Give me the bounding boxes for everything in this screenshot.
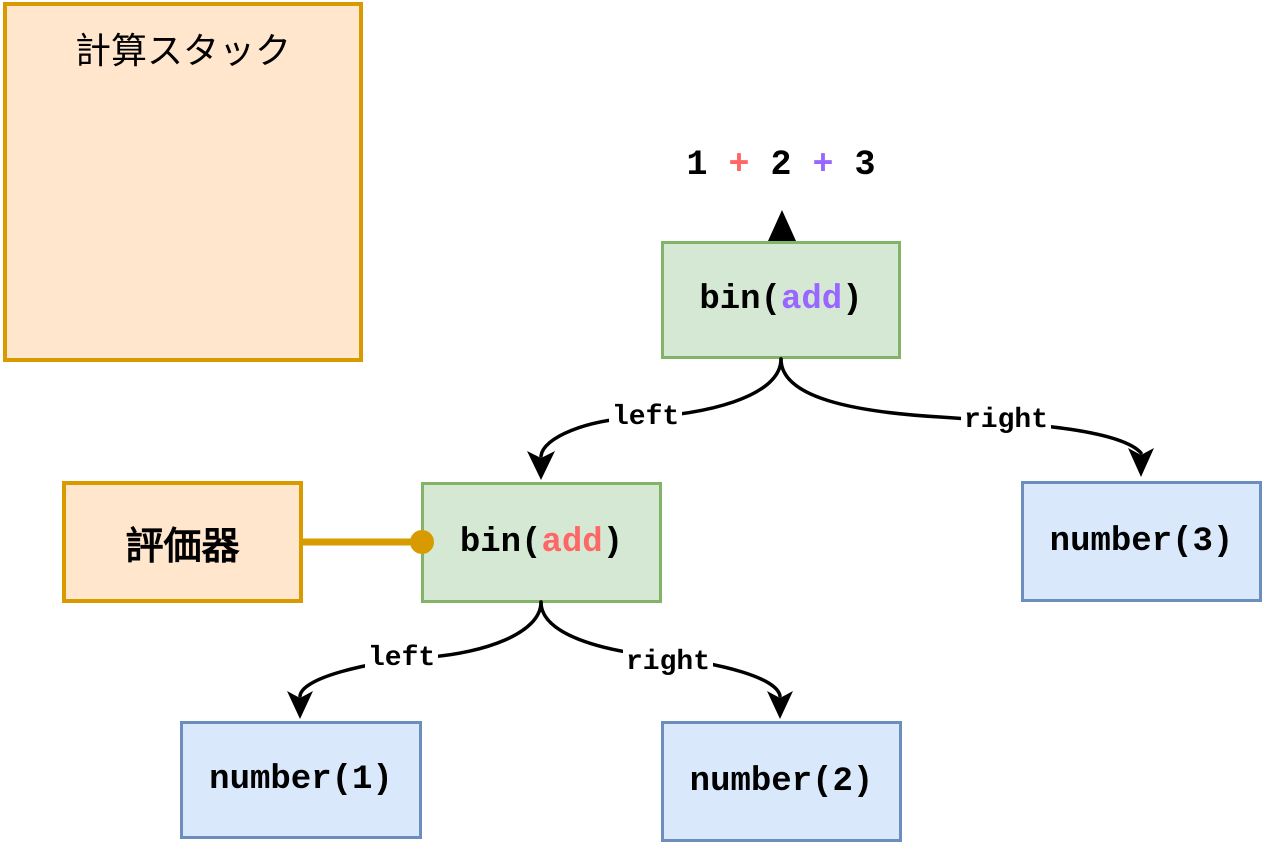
calc-stack-panel: 計算スタック: [3, 2, 363, 362]
expression-token: +: [728, 145, 750, 185]
node-number-2: number(2): [661, 721, 902, 842]
expression-token: 1: [686, 145, 708, 185]
node-text: number(1): [209, 761, 393, 799]
node-op: add: [781, 281, 843, 319]
edge-label-root-right: right: [961, 406, 1052, 436]
expression-token: 2: [770, 145, 792, 185]
node-text-suffix: ): [602, 523, 624, 562]
expression-token: 3: [854, 145, 876, 185]
node-text-prefix: bin(: [699, 281, 781, 319]
edge-label-inner-left: left: [365, 644, 439, 674]
evaluator-box: 評価器: [62, 481, 303, 603]
arrowhead-root-left-icon: [527, 451, 555, 480]
node-text: number(3): [1049, 522, 1234, 561]
node-bin-add-root: bin(add): [661, 241, 901, 359]
node-text-suffix: ): [842, 281, 863, 319]
expression-token: +: [812, 145, 834, 185]
node-bin-add-inner: bin(add): [421, 482, 662, 603]
calc-stack-title: 計算スタック: [74, 30, 291, 71]
arrowhead-inner-left-icon: [287, 691, 313, 719]
edge-label-inner-right: right: [623, 648, 714, 678]
node-text: number(2): [689, 762, 874, 801]
evaluator-label: 評価器: [125, 525, 240, 568]
edge-label-root-left: left: [609, 403, 683, 433]
node-op: add: [541, 523, 603, 562]
parse-arrow-up-icon: [768, 210, 796, 241]
node-number-1: number(1): [180, 721, 422, 839]
arrowhead-root-right-icon: [1128, 448, 1154, 477]
node-text-prefix: bin(: [459, 523, 542, 562]
node-number-3: number(3): [1021, 481, 1262, 602]
arrowhead-inner-right-icon: [767, 691, 793, 719]
source-expression: 1 + 2 + 3: [641, 145, 921, 185]
